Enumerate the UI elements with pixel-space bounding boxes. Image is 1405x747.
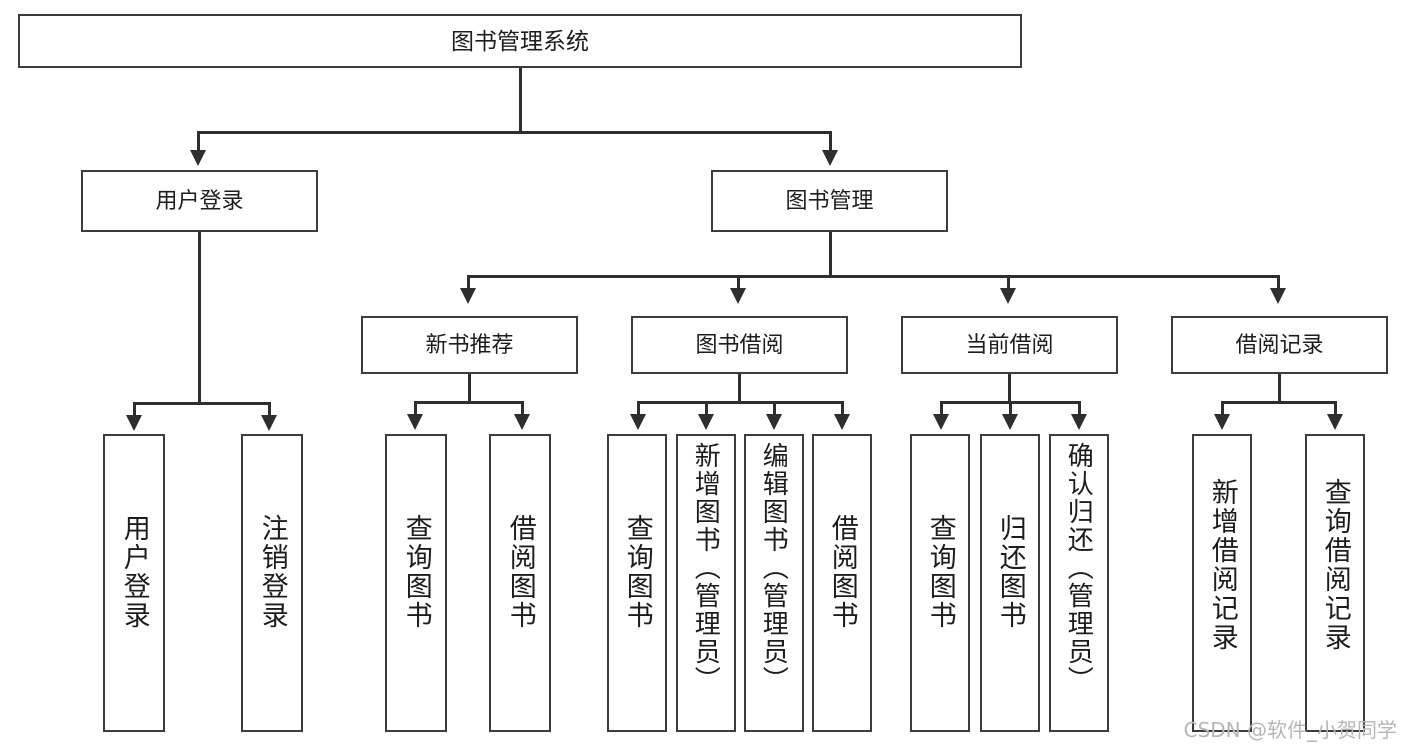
connector-to-new-book <box>467 275 470 291</box>
arrowhead-leaf-add-record <box>1214 414 1230 430</box>
leaf-label: 查询图书 <box>622 514 653 630</box>
connector-new-book-stem <box>468 374 471 402</box>
leaf-label: 借阅图书 <box>827 514 858 630</box>
connector-user-login-drop-2 <box>268 402 271 418</box>
arrowhead-leaf-query-book-3 <box>933 414 949 430</box>
node-label: 当前借阅 <box>965 332 1054 358</box>
arrowhead-user-login <box>190 150 206 166</box>
leaf-label: 注销登录 <box>257 514 288 630</box>
leaf-label: 编辑图书（管理员） <box>759 442 790 694</box>
connector-current-borrow-drop-3 <box>1078 401 1081 417</box>
node-current-borrow[interactable]: 当前借阅 <box>901 316 1118 374</box>
leaf-label: 借阅图书 <box>505 514 536 630</box>
connector-book-borrow-drop-3 <box>773 401 776 417</box>
connector-to-current-borrow <box>1007 275 1010 291</box>
connector-to-book-borrow <box>737 275 740 291</box>
leaf-query-borrow-record[interactable]: 查询借阅记录 <box>1305 434 1365 732</box>
leaf-user-login[interactable]: 用户登录 <box>103 434 165 732</box>
leaf-query-book-current[interactable]: 查询图书 <box>910 434 970 732</box>
arrowhead-new-book <box>460 288 476 304</box>
leaf-label: 归还图书 <box>995 514 1026 630</box>
leaf-query-book-recommend[interactable]: 查询图书 <box>385 434 447 732</box>
connector-user-login-drop-1 <box>133 402 136 418</box>
node-label: 新书推荐 <box>425 332 514 358</box>
connector-root-stem <box>519 68 522 132</box>
arrowhead-leaf-confirm-return <box>1071 414 1087 430</box>
connector-new-book-bus <box>414 401 524 404</box>
connector-current-borrow-stem <box>1008 374 1011 402</box>
leaf-borrow-book-recommend[interactable]: 借阅图书 <box>489 434 551 732</box>
node-user-login[interactable]: 用户登录 <box>81 170 318 232</box>
arrowhead-leaf-query-book-2 <box>630 414 646 430</box>
connector-book-borrow-drop-1 <box>637 401 640 417</box>
leaf-label: 确认归还（管理员） <box>1064 442 1095 694</box>
connector-to-book-manage <box>829 131 832 154</box>
node-label: 图书管理 <box>785 188 874 214</box>
leaf-label: 新增图书（管理员） <box>691 442 722 694</box>
connector-root-bus <box>197 131 831 134</box>
node-borrow-record[interactable]: 借阅记录 <box>1171 316 1388 374</box>
leaf-add-book-admin[interactable]: 新增图书（管理员） <box>676 434 736 732</box>
leaf-add-borrow-record[interactable]: 新增借阅记录 <box>1192 434 1252 732</box>
connector-borrow-record-stem <box>1278 374 1281 402</box>
connector-new-book-drop-1 <box>414 401 417 417</box>
arrowhead-book-manage <box>822 150 838 166</box>
connector-current-borrow-drop-1 <box>940 401 943 417</box>
arrowhead-current-borrow <box>1000 288 1016 304</box>
leaf-label: 用户登录 <box>119 514 150 630</box>
arrowhead-borrow-record <box>1270 288 1286 304</box>
arrowhead-leaf-edit-book <box>766 414 782 430</box>
arrowhead-leaf-query-book-1 <box>407 414 423 430</box>
connector-user-login-bus <box>133 402 268 405</box>
leaf-label: 查询图书 <box>925 514 956 630</box>
arrowhead-book-borrow <box>730 288 746 304</box>
node-label: 图书借阅 <box>695 332 784 358</box>
connector-book-manage-bus <box>467 275 1280 278</box>
leaf-return-book[interactable]: 归还图书 <box>980 434 1040 732</box>
connector-book-borrow-stem <box>738 374 741 402</box>
arrowhead-leaf-return-book <box>1002 414 1018 430</box>
leaf-edit-book-admin[interactable]: 编辑图书（管理员） <box>744 434 804 732</box>
connector-borrow-record-drop-1 <box>1221 401 1224 417</box>
leaf-label: 新增借阅记录 <box>1207 478 1238 652</box>
connector-new-book-drop-2 <box>521 401 524 417</box>
watermark-text: CSDN @软件_小贺同学 <box>1183 718 1397 742</box>
leaf-logout[interactable]: 注销登录 <box>241 434 303 732</box>
connector-book-borrow-drop-4 <box>841 401 844 417</box>
connector-book-manage-stem <box>829 232 832 276</box>
node-root-system[interactable]: 图书管理系统 <box>18 14 1022 68</box>
node-book-manage[interactable]: 图书管理 <box>711 170 948 232</box>
node-label: 图书管理系统 <box>451 27 589 54</box>
leaf-confirm-return-admin[interactable]: 确认归还（管理员） <box>1049 434 1109 732</box>
connector-borrow-record-drop-2 <box>1334 401 1337 417</box>
arrowhead-leaf-user-login <box>126 415 142 431</box>
connector-book-borrow-drop-2 <box>705 401 708 417</box>
node-label: 用户登录 <box>155 188 244 214</box>
connector-current-borrow-drop-2 <box>1009 401 1012 417</box>
arrowhead-leaf-borrow-book-1 <box>514 414 530 430</box>
connector-user-login-stem <box>198 232 201 404</box>
leaf-label: 查询图书 <box>401 514 432 630</box>
arrowhead-leaf-query-record <box>1327 414 1343 430</box>
leaf-query-book-borrow[interactable]: 查询图书 <box>607 434 667 732</box>
arrowhead-leaf-logout <box>261 415 277 431</box>
node-book-borrow[interactable]: 图书借阅 <box>631 316 848 374</box>
connector-to-borrow-record <box>1277 275 1280 291</box>
arrowhead-leaf-borrow-book-2 <box>834 414 850 430</box>
node-new-book-recommend[interactable]: 新书推荐 <box>361 316 578 374</box>
connector-book-borrow-bus <box>637 401 842 404</box>
arrowhead-leaf-add-book <box>698 414 714 430</box>
node-label: 借阅记录 <box>1235 332 1324 358</box>
leaf-borrow-book[interactable]: 借阅图书 <box>812 434 872 732</box>
connector-to-user-login <box>197 131 200 154</box>
connector-borrow-record-bus <box>1221 401 1337 404</box>
leaf-label: 查询借阅记录 <box>1320 478 1351 652</box>
